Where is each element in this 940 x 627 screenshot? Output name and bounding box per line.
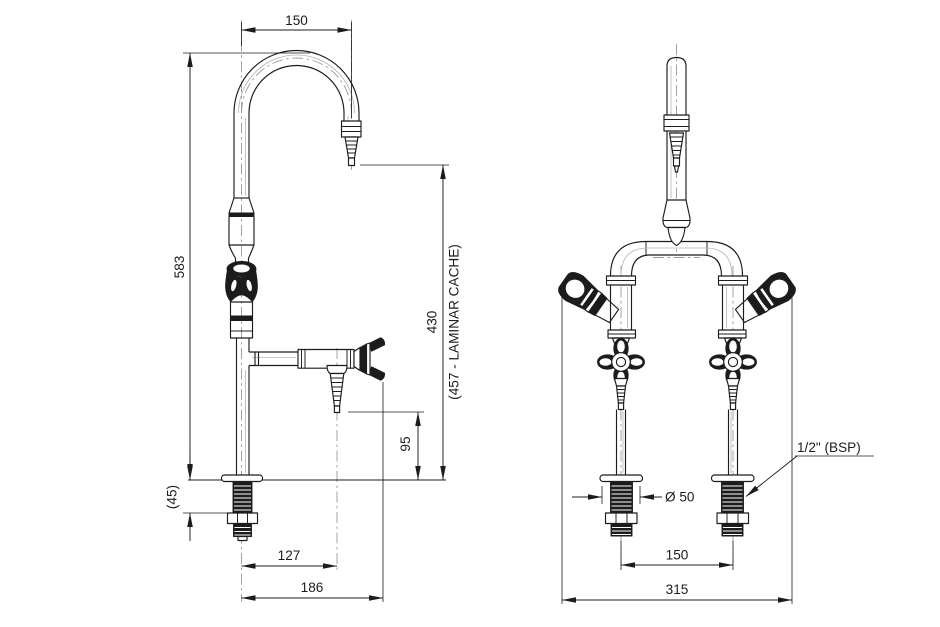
dim-side-outlet-height: 95 [398,436,413,451]
side-outlet-handle [353,337,386,381]
leg-nozzle [613,377,629,411]
side-outlet [249,337,386,414]
dim-side-outlet-offset: 127 [278,548,301,563]
dim-overall-width: 315 [666,582,689,597]
lock-nut [226,512,259,525]
front-spout [662,56,691,247]
dim-spout-reach: 150 [285,13,308,28]
side-view-base [220,474,264,542]
spout-nozzle [340,120,362,167]
dim-inlet-thread: 1/2" (BSP) [797,440,861,455]
dim-spout-outlet-height: 430 [425,310,440,333]
riser-column [235,338,250,475]
dim-handle-reach: 186 [301,580,324,595]
dim-counter-thickness: (45) [165,485,180,509]
deck-flange [220,474,264,483]
dim-laminar-note: (457 - LAMINAR CACHE) [447,244,462,400]
bridge-shading [620,247,733,277]
front-view: 150 315 Ø 50 1/2" (BSP) [558,56,874,604]
dim-overall-height: 583 [172,256,187,279]
gooseneck-spout [233,49,360,198]
dim-base-diameter: Ø 50 [665,490,695,505]
side-view: 150 583 430 (457 - LAMINAR CACHE) 95 (45… [165,13,462,602]
dim-inlet-spacing: 150 [666,548,689,563]
side-outlet-nozzle [326,364,348,414]
cross-handle [597,338,645,386]
bridge [609,240,744,277]
valve-body [229,301,254,339]
side-view-dimensions: 150 583 430 (457 - LAMINAR CACHE) 95 (45… [165,13,462,602]
column-adapter [228,197,255,263]
angled-handle [558,272,620,324]
side-view-shading [238,54,355,473]
front-view-dimensions: 150 315 Ø 50 1/2" (BSP) [561,283,874,604]
front-left-leg [558,272,645,537]
centerlines [241,20,734,602]
front-right-leg [708,267,801,538]
